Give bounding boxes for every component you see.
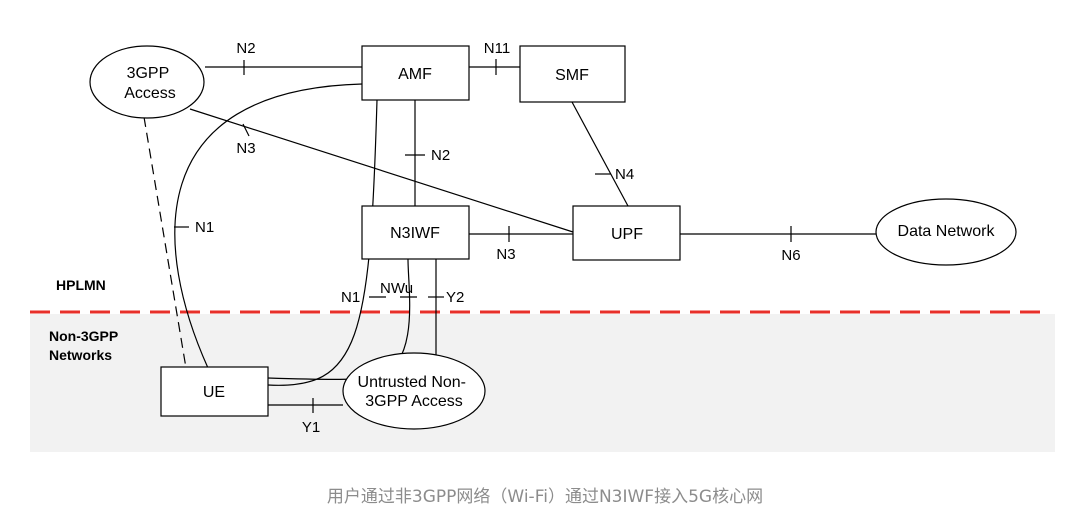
interface-y1: Y1 — [302, 419, 320, 436]
node-upf — [572, 205, 681, 261]
label-ue: UE — [203, 384, 225, 401]
node-smf — [519, 45, 626, 103]
label-upf: UPF — [611, 226, 643, 243]
node-untrusted-access — [342, 352, 486, 430]
interface-n11: N11 — [484, 40, 510, 57]
interface-n3-mid: N3 — [496, 246, 515, 263]
label-amf: AMF — [398, 66, 432, 83]
path-ue-amf-n1 — [174, 83, 363, 369]
figure-caption: 用户通过非3GPP网络（Wi-Fi）通过N3IWF接入5G核心网 — [326, 487, 764, 507]
node-ue — [160, 366, 269, 417]
label-data-network: Data Network — [898, 223, 996, 240]
node-3gpp-access — [89, 45, 205, 119]
zone-label-hplmn: HPLMN — [56, 277, 106, 293]
label-smf: SMF — [555, 67, 589, 84]
interface-n1-left: N1 — [195, 219, 214, 236]
tick-n3-left — [242, 123, 250, 137]
link-3gpp-upf — [189, 108, 574, 233]
node-amf — [361, 45, 470, 101]
zone-label-non3gpp: Non-3GPP Networks — [49, 328, 122, 363]
interface-nwu: NWu — [380, 280, 413, 297]
interface-y2: Y2 — [446, 289, 464, 306]
interface-n2-mid: N2 — [431, 147, 450, 164]
node-data-network — [875, 198, 1017, 266]
node-n3iwf — [361, 205, 470, 260]
interface-n1-bottom: N1 — [341, 289, 360, 306]
interface-n3-left: N3 — [236, 140, 255, 157]
link-ue-3gpp-dashed — [143, 116, 187, 369]
interface-n2-top: N2 — [236, 40, 255, 57]
label-untrusted-access: Untrusted Non- 3GPP Access — [358, 374, 471, 410]
label-n3iwf: N3IWF — [390, 225, 440, 242]
path-ue-amf-via-untrusted — [267, 99, 378, 386]
interface-n4: N4 — [615, 166, 634, 183]
interface-n6: N6 — [781, 247, 800, 264]
link-smf-upf — [571, 101, 629, 207]
label-3gpp-access: 3GPP Access — [124, 65, 176, 102]
